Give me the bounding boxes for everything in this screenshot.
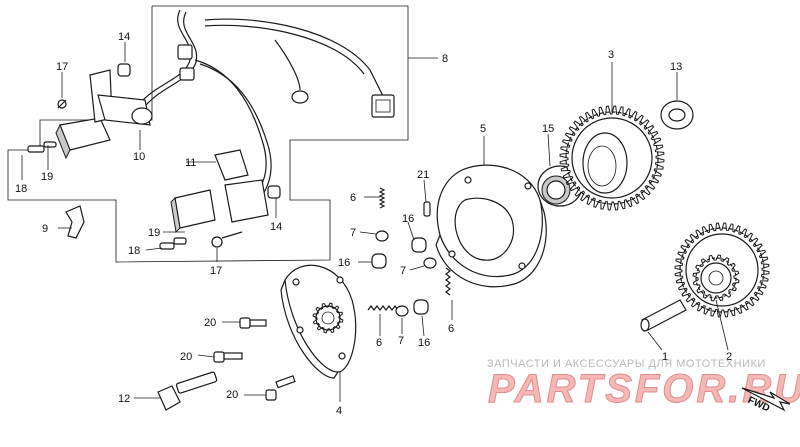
callout-16-lower: 16 bbox=[418, 337, 430, 349]
callout-20-lower: 20 bbox=[226, 389, 238, 401]
callout-9: 9 bbox=[42, 223, 48, 235]
watermark-logo: PARTSFOR.RU bbox=[488, 367, 800, 411]
callout-19-lower: 19 bbox=[148, 227, 160, 239]
callout-19-upper: 19 bbox=[41, 171, 53, 183]
plate bbox=[280, 264, 357, 379]
callout-6-upper: 6 bbox=[350, 192, 356, 204]
bracket bbox=[65, 205, 85, 239]
bolts bbox=[157, 317, 296, 411]
washer bbox=[660, 100, 694, 130]
callout-15: 15 bbox=[542, 123, 554, 135]
watermark-subtitle: ЗАПЧАСТИ И АКСЕССУАРЫ ДЛЯ МОТОТЕХНИКИ bbox=[487, 358, 766, 370]
shaft bbox=[640, 299, 687, 332]
callout-6-right: 6 bbox=[448, 323, 454, 335]
callout-7-lower: 7 bbox=[398, 335, 404, 347]
callout-1: 1 bbox=[662, 351, 668, 363]
callout-4: 4 bbox=[336, 405, 342, 417]
reduction-pinion-teeth-outline bbox=[692, 254, 740, 302]
sensor-assembly-upper bbox=[27, 63, 153, 160]
driven-gear-teeth bbox=[559, 105, 665, 211]
callout-13: 13 bbox=[670, 61, 682, 73]
callout-2: 2 bbox=[726, 351, 732, 363]
clutch-outer bbox=[435, 164, 547, 288]
watermark: ЗАПЧАСТИ И АКСЕССУАРЫ ДЛЯ МОТОТЕХНИКИ PA… bbox=[487, 358, 800, 412]
plate-spline-teeth bbox=[312, 302, 344, 334]
callout-20-upper: 20 bbox=[204, 317, 216, 329]
callout-8: 8 bbox=[442, 53, 448, 65]
plate-spline-teeth-outline bbox=[312, 302, 344, 334]
callout-21: 21 bbox=[417, 169, 429, 181]
callout-20-middle: 20 bbox=[180, 351, 192, 363]
callout-7-middle: 7 bbox=[400, 265, 406, 277]
callout-18-lower: 18 bbox=[128, 245, 140, 257]
callout-17-upper: 17 bbox=[56, 61, 68, 73]
callout-14-lower: 14 bbox=[270, 221, 282, 233]
callout-numbers: 14 17 8 10 18 19 11 14 9 19 18 17 6 21 7… bbox=[15, 31, 732, 417]
callout-16-left: 16 bbox=[338, 257, 350, 269]
reduction-pinion-teeth bbox=[692, 254, 740, 302]
driven-gear-teeth-outline bbox=[559, 105, 665, 211]
reduction-gear-teeth bbox=[674, 222, 770, 318]
callout-11: 11 bbox=[185, 157, 196, 169]
callout-5: 5 bbox=[480, 123, 486, 135]
sensor-assembly-lower bbox=[159, 149, 281, 250]
callout-7-upper: 7 bbox=[350, 227, 356, 239]
driven-gear bbox=[565, 111, 659, 205]
harness-frame bbox=[7, 5, 409, 263]
leader-lines bbox=[21, 42, 729, 402]
fwd-arrow: FWD bbox=[741, 387, 791, 414]
callout-6-lower: 6 bbox=[376, 337, 382, 349]
callout-18-upper: 18 bbox=[15, 183, 27, 195]
springs-and-rollers bbox=[367, 187, 451, 317]
callout-14-upper: 14 bbox=[118, 31, 130, 43]
wire-harness bbox=[134, 9, 395, 205]
callout-12: 12 bbox=[118, 393, 130, 405]
callout-3: 3 bbox=[608, 49, 614, 61]
callout-16-upper: 16 bbox=[402, 213, 414, 225]
callout-17-lower: 17 bbox=[210, 265, 222, 277]
reduction-gear-teeth-outline bbox=[674, 222, 770, 318]
callout-10: 10 bbox=[133, 151, 145, 163]
